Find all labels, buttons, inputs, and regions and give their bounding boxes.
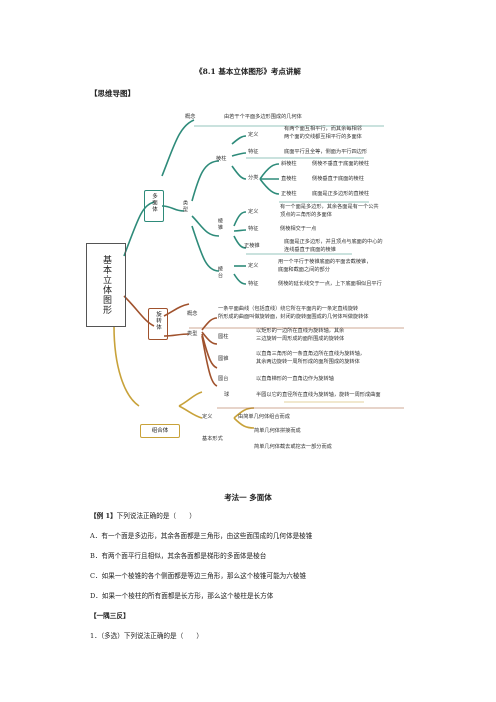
node-polyhedron: 多面体 (144, 190, 164, 222)
document-title: 《8.1 基本立体图形》考点讲解 (195, 67, 301, 76)
node-reg-pyr-label: 正棱锥 (244, 243, 260, 249)
node-poly-concept-label: 概念 (185, 114, 196, 120)
node-revolution: 旋转体 (148, 308, 168, 340)
node-oblique-label: 斜棱柱 (281, 161, 297, 167)
node-sphere-label: 球 (224, 392, 230, 398)
option-b: B．有两个面平行且相似，其余各面都是梯形的多面体是棱台 (90, 552, 267, 560)
node-cone-2: 其余两边旋转一周所形成的面所围成的旋转体 (256, 359, 360, 365)
node-pyr-feature-label: 特征 (248, 226, 259, 232)
option-a: A．有一个面是多边形，其余各面都是三角形，由这些面围成的几何体是棱锥 (90, 532, 313, 540)
node-regular-label: 正棱柱 (281, 191, 297, 197)
node-cylinder-label: 圆柱 (218, 334, 229, 340)
node-prism-feature: 底面平行且全等，侧面为平行四边形 (284, 149, 368, 155)
node-comp-form-1: 简单几何体拼接而成 (254, 428, 301, 434)
mindmap-section-label: 【思维导图】 (90, 89, 135, 98)
node-frus-feature: 侧棱的延长线交于一点，上下底面相似且平行 (278, 281, 382, 287)
node-comp-def: 由简单几何体组合而成 (238, 414, 290, 420)
example-1: 【例 1】下列说法正确的是（ ） (90, 510, 196, 520)
node-frus-def-label: 定义 (248, 263, 259, 269)
node-regular: 底面是正多边形的直棱柱 (312, 191, 370, 197)
node-rev-concept-2: 所形成的曲面叫做旋转面，封闭的旋转面围成的几何体叫做旋转体 (218, 314, 369, 320)
node-prism: 棱柱 (216, 156, 227, 162)
option-c: C．如果一个棱锥的各个侧面都是等边三角形，那么这个棱锥可能为六棱锥 (90, 572, 307, 580)
node-sphere: 半圆以它的直径所在直线为旋转轴，旋转一周形成曲面 (256, 392, 381, 398)
node-frustum: 棱台 (217, 266, 223, 279)
option-d: D．如果一个棱柱的所有面都是长方形，那么这个棱柱是长方体 (90, 592, 274, 600)
node-reg-pyr-2: 连线垂直于底面的棱锥 (284, 247, 336, 253)
node-comp-basic-label: 基本形式 (202, 436, 223, 442)
node-cone-label: 圆锥 (218, 356, 229, 362)
node-comp-form-2: 简单几何体截去或挖去一部分而成 (254, 444, 332, 450)
mindmap-root: 基本立体图形 (86, 243, 126, 327)
node-frus-def-1: 用一个平行于棱锥底面的平面去截棱锥， (278, 259, 372, 265)
node-pyr-feature: 侧棱相交于一点 (280, 226, 317, 232)
mind-map: 基本立体图形 多面体 概念 由若干个平面多边形围成的几何体 类型 棱柱 定义 有… (84, 106, 414, 486)
node-frus-def-2: 底面和截面之间的部分 (278, 267, 330, 273)
node-cylinder-2: 三边旋转一周形成的面所围成的旋转体 (256, 336, 345, 342)
node-pyramid: 棱锥 (217, 218, 223, 231)
example-stem: 下列说法正确的是（ ） (116, 512, 196, 520)
node-prism-def-2: 两个面的交线都互相平行的多面体 (284, 134, 362, 140)
method-heading: 考法一 多面体 (224, 493, 272, 502)
node-pyr-def-2: 顶点的三角形的多面体 (280, 212, 332, 218)
node-prism-def-1: 有两个面互相平行，而其余每相邻 (284, 126, 362, 132)
node-composite: 组合体 (140, 424, 180, 438)
node-rev-concept-label: 概念 (187, 311, 198, 317)
practice-question-1: 1．（多选）下列说法正确的是（ ） (90, 632, 203, 640)
node-prism-feature-label: 特征 (248, 149, 259, 155)
node-rev-type-label: 类型 (187, 331, 198, 337)
example-label: 【例 1】 (90, 512, 117, 520)
practice-label: 【一隅三反】 (90, 612, 130, 620)
node-frustum-cone: 以直角梯形的一直角边作为旋转轴 (256, 376, 334, 382)
mind-map-connectors (113, 119, 404, 429)
node-oblique: 侧棱不垂直于底面的棱柱 (312, 161, 370, 167)
node-comp-def-label: 定义 (202, 414, 213, 420)
node-reg-pyr-1: 底面是正多边形，并且顶点与底面的中心的 (284, 239, 383, 245)
node-right-label: 直棱柱 (281, 176, 297, 182)
node-rev-concept-1: 一条平面曲线（包括直线）绕它所在平面内的一条定直线旋转 (218, 306, 359, 312)
node-prism-class-label: 分类 (248, 175, 259, 181)
node-cone-1: 以直角三角形的一条直角边所在直线为旋转轴， (256, 351, 365, 357)
node-pyr-def-label: 定义 (248, 209, 259, 215)
node-frus-feature-label: 特征 (248, 281, 259, 287)
node-right: 侧棱垂直于底面的棱柱 (312, 176, 364, 182)
node-poly-concept: 由若干个平面多边形围成的几何体 (224, 114, 302, 120)
node-prism-def-label: 定义 (248, 132, 259, 138)
node-frustum-cone-label: 圆台 (218, 376, 229, 382)
node-pyr-def-1: 有一个面是多边形，其余各面是有一个公共 (280, 204, 379, 210)
node-poly-type-label: 类型 (182, 200, 188, 213)
node-cylinder-1: 以矩形的一边所在直线为旋转轴，其余 (256, 328, 345, 334)
